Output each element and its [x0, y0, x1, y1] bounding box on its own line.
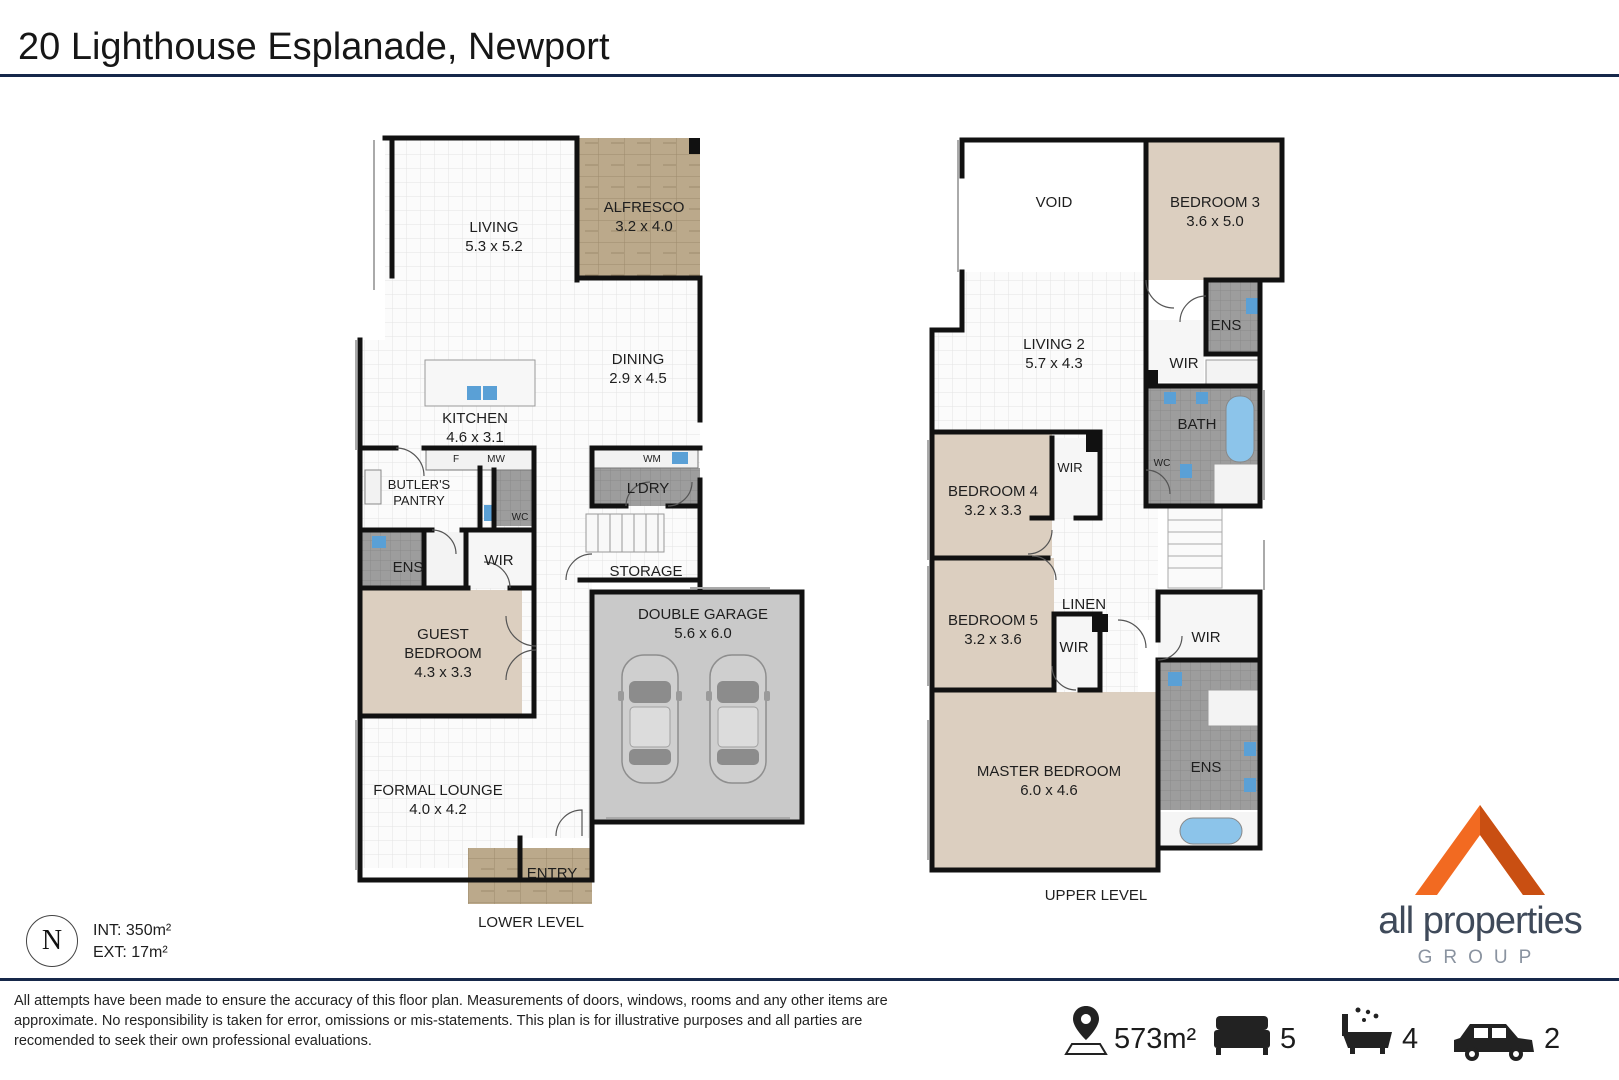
lower-level-label: LOWER LEVEL — [478, 914, 584, 931]
disclaimer-text: All attempts have been made to ensure th… — [14, 993, 888, 1049]
stat-bedrooms: 5 — [1276, 1012, 1296, 1066]
page-title: 20 Lighthouse Esplanade, Newport — [18, 26, 610, 68]
bathtub-icon — [1342, 1007, 1392, 1054]
lower-level-plan — [355, 135, 805, 904]
company-logo: all properties GROUP — [1365, 805, 1595, 975]
room-bath: BATH — [1177, 416, 1217, 433]
room-laundry: L'DRY — [626, 480, 670, 497]
bed-icon — [1214, 1016, 1270, 1055]
stat-land-size: 573m² — [1110, 1012, 1196, 1066]
logo-group: GROUP — [1417, 947, 1543, 968]
fixture-washer: WM — [643, 454, 661, 465]
location-pin-icon — [1064, 1006, 1108, 1055]
upper-level-label: UPPER LEVEL — [1044, 887, 1148, 904]
room-wir-bed4: WIR — [1057, 460, 1083, 475]
external-area: EXT: 17m² — [93, 944, 168, 961]
logo-name: all properties — [1378, 900, 1583, 942]
room-ensuite: ENS — [392, 559, 424, 576]
upper-level-plan — [927, 137, 1285, 873]
logo-mark — [1415, 805, 1545, 895]
stat-bathrooms: 4 — [1398, 1012, 1418, 1066]
title-rule — [0, 74, 1619, 77]
room-entry: ENTRY — [526, 865, 578, 882]
stat-car-spaces: 2 — [1540, 1012, 1560, 1066]
land-size-value: 573m² — [1114, 1022, 1197, 1055]
room-storage: STORAGE — [609, 563, 683, 580]
bathrooms-value: 4 — [1402, 1022, 1419, 1055]
footer-rule — [0, 978, 1619, 981]
area-summary: INT: 350m² EXT: 17m² — [93, 920, 171, 964]
room-wc: WC — [511, 512, 529, 523]
car-spaces-value: 2 — [1544, 1022, 1561, 1055]
bedrooms-value: 5 — [1280, 1022, 1297, 1055]
internal-area: INT: 350m² — [93, 922, 172, 939]
fixture-fridge: F — [452, 454, 460, 465]
room-ensuite-bed3: ENS — [1210, 317, 1242, 334]
room-wir-bed3: WIR — [1169, 355, 1199, 372]
room-wc-upper: WC — [1153, 458, 1171, 469]
room-void: VOID — [1035, 194, 1073, 211]
fixture-microwave: MW — [487, 454, 505, 465]
room-wir-master: WIR — [1191, 629, 1221, 646]
room-linen: LINEN — [1061, 596, 1107, 613]
room-wir: WIR — [484, 552, 514, 569]
car-icon — [1454, 1024, 1534, 1061]
room-wir-bed5: WIR — [1059, 639, 1089, 656]
north-arrow-icon: N — [26, 915, 78, 967]
room-ensuite-master: ENS — [1190, 759, 1222, 776]
